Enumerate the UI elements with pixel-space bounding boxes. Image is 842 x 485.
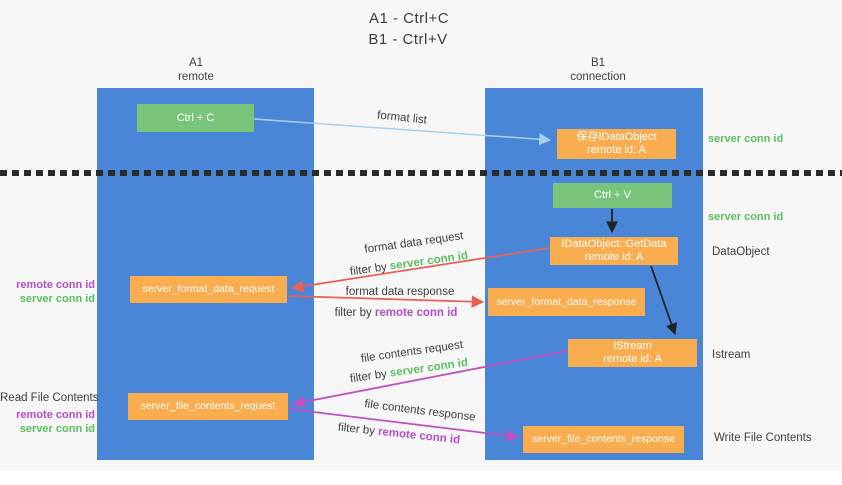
lane-header-left: A1 remote	[178, 56, 214, 84]
filter-by-text: filter by	[349, 367, 391, 386]
server-conn-id-text: server conn id	[389, 356, 469, 380]
lane-left-sub: remote	[178, 71, 214, 83]
right-annotation-server-conn-id-2: server conn id	[708, 211, 784, 223]
getdata-box: IDataObject::GetData remote id: A	[550, 237, 678, 265]
save-dataobject-line1: 保存IDataObject	[576, 131, 657, 143]
server-conn-id-text: server conn id	[389, 249, 469, 273]
left-annotation-server-conn-id-1: server conn id	[19, 293, 95, 305]
save-dataobject-box: 保存IDataObject remote id: A	[557, 129, 676, 159]
istream-box: IStream remote id: A	[568, 339, 697, 367]
format-response-label: server_format_data_response	[496, 295, 637, 308]
format-response-box: server_format_data_response	[488, 288, 645, 316]
format-request-box: server_format_data_request	[130, 276, 287, 303]
write-file-contents-label: Write File Contents	[714, 432, 812, 444]
istream-line2: remote id: A	[603, 353, 662, 365]
istream-annotation-label: Istream	[712, 349, 751, 361]
remote-conn-id-text: remote conn id	[374, 307, 458, 319]
istream-line1: IStream	[613, 340, 652, 352]
lane-left-name: A1	[188, 57, 204, 69]
ctrl-v-label: Ctrl + V	[594, 189, 631, 201]
lane-right-sub: connection	[570, 71, 626, 83]
filter-by-text: filter by	[334, 307, 375, 319]
file-response-box: server_file_contents_response	[523, 426, 684, 453]
format-data-response-label: format data response	[345, 286, 455, 298]
file-request-box: server_file_contents_request	[128, 393, 288, 420]
right-annotation-server-conn-id-1: server conn id	[708, 133, 784, 145]
save-dataobject-line2: remote id: A	[587, 144, 646, 156]
remote-conn-id-text: remote conn id	[377, 425, 461, 447]
page-title-line1: A1 - Ctrl+C	[368, 10, 450, 27]
bottom-strip	[0, 471, 842, 485]
left-annotation-remote-conn-id-1: remote conn id	[16, 279, 95, 291]
filter-by-remote-label-2: filter by remote conn id	[337, 422, 460, 447]
ctrl-c-label: Ctrl + C	[176, 111, 215, 124]
lane-right-name: B1	[590, 57, 606, 69]
format-list-label: format list	[376, 109, 428, 127]
file-contents-response-label: file contents response	[363, 398, 477, 424]
filter-by-text: filter by	[337, 421, 379, 438]
left-annotation-remote-conn-id-2: remote conn id	[16, 409, 95, 421]
dataobject-label: DataObject	[712, 246, 770, 258]
file-response-label: server_file_contents_response	[531, 433, 675, 445]
getdata-line1: IDataObject::GetData	[561, 238, 667, 250]
filter-by-text: filter by	[349, 260, 391, 279]
getdata-line2: remote id: A	[584, 251, 644, 263]
separator-dotted-line	[0, 170, 842, 176]
left-annotation-server-conn-id-2: server conn id	[19, 423, 95, 435]
ctrl-v-box: Ctrl + V	[553, 183, 672, 208]
ctrl-c-box: Ctrl + C	[137, 104, 254, 132]
lane-header-right: B1 connection	[570, 56, 626, 84]
read-file-contents-label: Read File Contents	[0, 392, 99, 404]
filter-by-remote-label-1: filter by remote conn id	[335, 307, 458, 319]
file-request-label: server_file_contents_request	[140, 400, 276, 412]
format-request-label: server_format_data_request	[142, 283, 275, 295]
page-title-line2: B1 - Ctrl+V	[368, 31, 448, 48]
